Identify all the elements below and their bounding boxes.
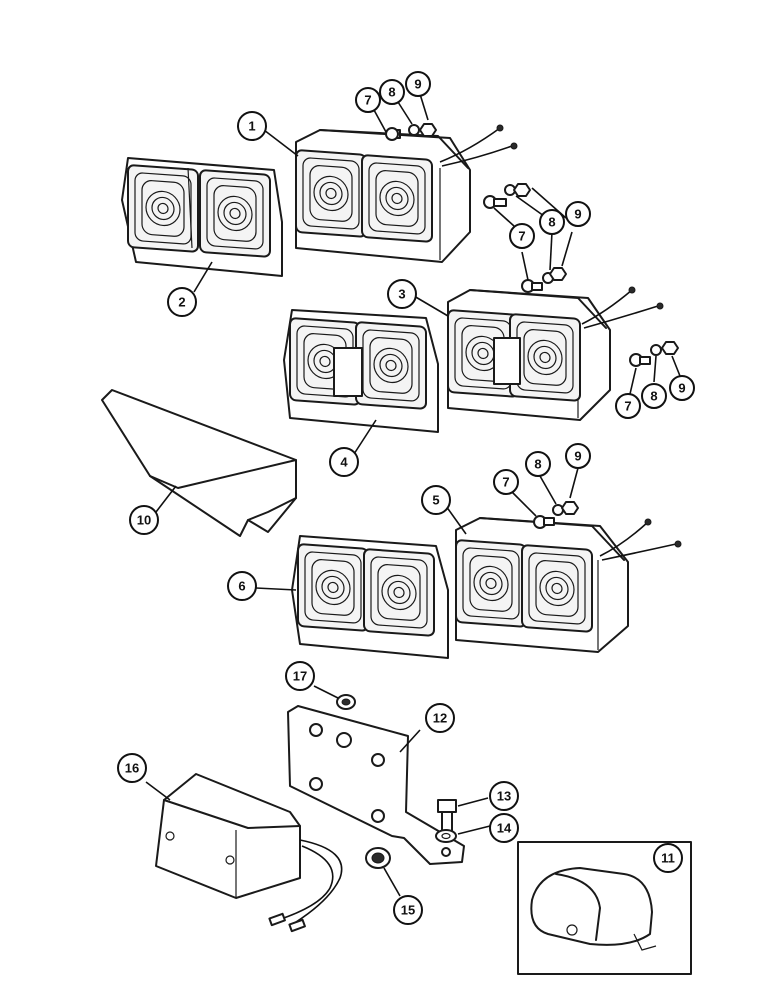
callout-9-c: 9 bbox=[669, 375, 695, 401]
svg-text:15: 15 bbox=[401, 903, 415, 918]
svg-text:6: 6 bbox=[238, 579, 245, 594]
inset-box-part-11 bbox=[517, 841, 692, 975]
svg-text:7: 7 bbox=[502, 475, 509, 490]
svg-text:13: 13 bbox=[497, 789, 511, 804]
bolt-part-13 bbox=[437, 799, 457, 833]
hardware-set-upper bbox=[385, 123, 437, 141]
callout-3: 3 bbox=[387, 279, 417, 309]
callout-1: 1 bbox=[237, 111, 267, 141]
svg-text:8: 8 bbox=[548, 215, 555, 230]
svg-text:8: 8 bbox=[388, 85, 395, 100]
callout-9-b: 9 bbox=[565, 201, 591, 227]
callout-12: 12 bbox=[425, 703, 455, 733]
plate-lamp-part-16 bbox=[155, 773, 343, 933]
svg-text:1: 1 bbox=[248, 119, 255, 134]
callout-8-c: 8 bbox=[641, 383, 667, 409]
svg-text:12: 12 bbox=[433, 711, 447, 726]
callout-16: 16 bbox=[117, 753, 147, 783]
callout-8-b: 8 bbox=[539, 209, 565, 235]
visor-part-10 bbox=[101, 389, 297, 537]
grommet-part-15 bbox=[365, 847, 391, 869]
lamp-assembly-part-1 bbox=[294, 124, 518, 263]
hardware-set-right-2 bbox=[521, 267, 567, 293]
svg-text:9: 9 bbox=[574, 449, 581, 464]
callout-8-a: 8 bbox=[379, 79, 405, 105]
callouts: 1 2 3 4 5 6 7 7 7 7 8 8 8 8 9 9 9 9 10 1… bbox=[117, 71, 695, 925]
svg-text:14: 14 bbox=[497, 821, 512, 836]
callout-17: 17 bbox=[285, 661, 315, 691]
callout-15: 15 bbox=[393, 895, 423, 925]
svg-text:10: 10 bbox=[137, 513, 151, 528]
lens-part-2 bbox=[121, 157, 283, 277]
lamp-assembly-part-3 bbox=[446, 286, 664, 421]
callout-7-c: 7 bbox=[615, 393, 641, 419]
callout-11: 11 bbox=[653, 843, 683, 873]
svg-text:3: 3 bbox=[398, 287, 405, 302]
svg-text:4: 4 bbox=[340, 455, 348, 470]
lens-part-6 bbox=[291, 535, 449, 659]
svg-text:9: 9 bbox=[678, 381, 685, 396]
svg-text:9: 9 bbox=[574, 207, 581, 222]
grommet-part-17 bbox=[336, 694, 356, 710]
leader-lines bbox=[145, 93, 681, 897]
callout-4: 4 bbox=[329, 447, 359, 477]
callout-9-a: 9 bbox=[405, 71, 431, 97]
callout-8-d: 8 bbox=[525, 451, 551, 477]
callout-7-b: 7 bbox=[509, 223, 535, 249]
svg-text:8: 8 bbox=[650, 389, 657, 404]
callout-6: 6 bbox=[227, 571, 257, 601]
lens-part-4 bbox=[283, 309, 439, 433]
callout-9-d: 9 bbox=[565, 443, 591, 469]
svg-text:11: 11 bbox=[661, 851, 675, 866]
callout-2: 2 bbox=[167, 287, 197, 317]
washer-part-14 bbox=[435, 829, 457, 843]
svg-text:16: 16 bbox=[125, 761, 139, 776]
callout-7-a: 7 bbox=[355, 87, 381, 113]
callout-14: 14 bbox=[489, 813, 519, 843]
svg-text:8: 8 bbox=[534, 457, 541, 472]
mounting-plate-part-12 bbox=[287, 705, 465, 865]
svg-text:5: 5 bbox=[432, 493, 439, 508]
callout-10: 10 bbox=[129, 505, 159, 535]
callout-13: 13 bbox=[489, 781, 519, 811]
svg-text:17: 17 bbox=[293, 669, 307, 684]
svg-text:7: 7 bbox=[364, 93, 371, 108]
svg-text:7: 7 bbox=[518, 229, 525, 244]
callout-7-d: 7 bbox=[493, 469, 519, 495]
svg-text:7: 7 bbox=[624, 399, 631, 414]
callout-5: 5 bbox=[421, 485, 451, 515]
hardware-set-lower bbox=[533, 501, 579, 529]
svg-text:9: 9 bbox=[414, 77, 421, 92]
hardware-set-right-3 bbox=[629, 341, 679, 367]
hardware-set-right-1 bbox=[483, 183, 531, 209]
svg-text:2: 2 bbox=[178, 295, 185, 310]
lamp-assembly-part-5 bbox=[454, 517, 682, 653]
